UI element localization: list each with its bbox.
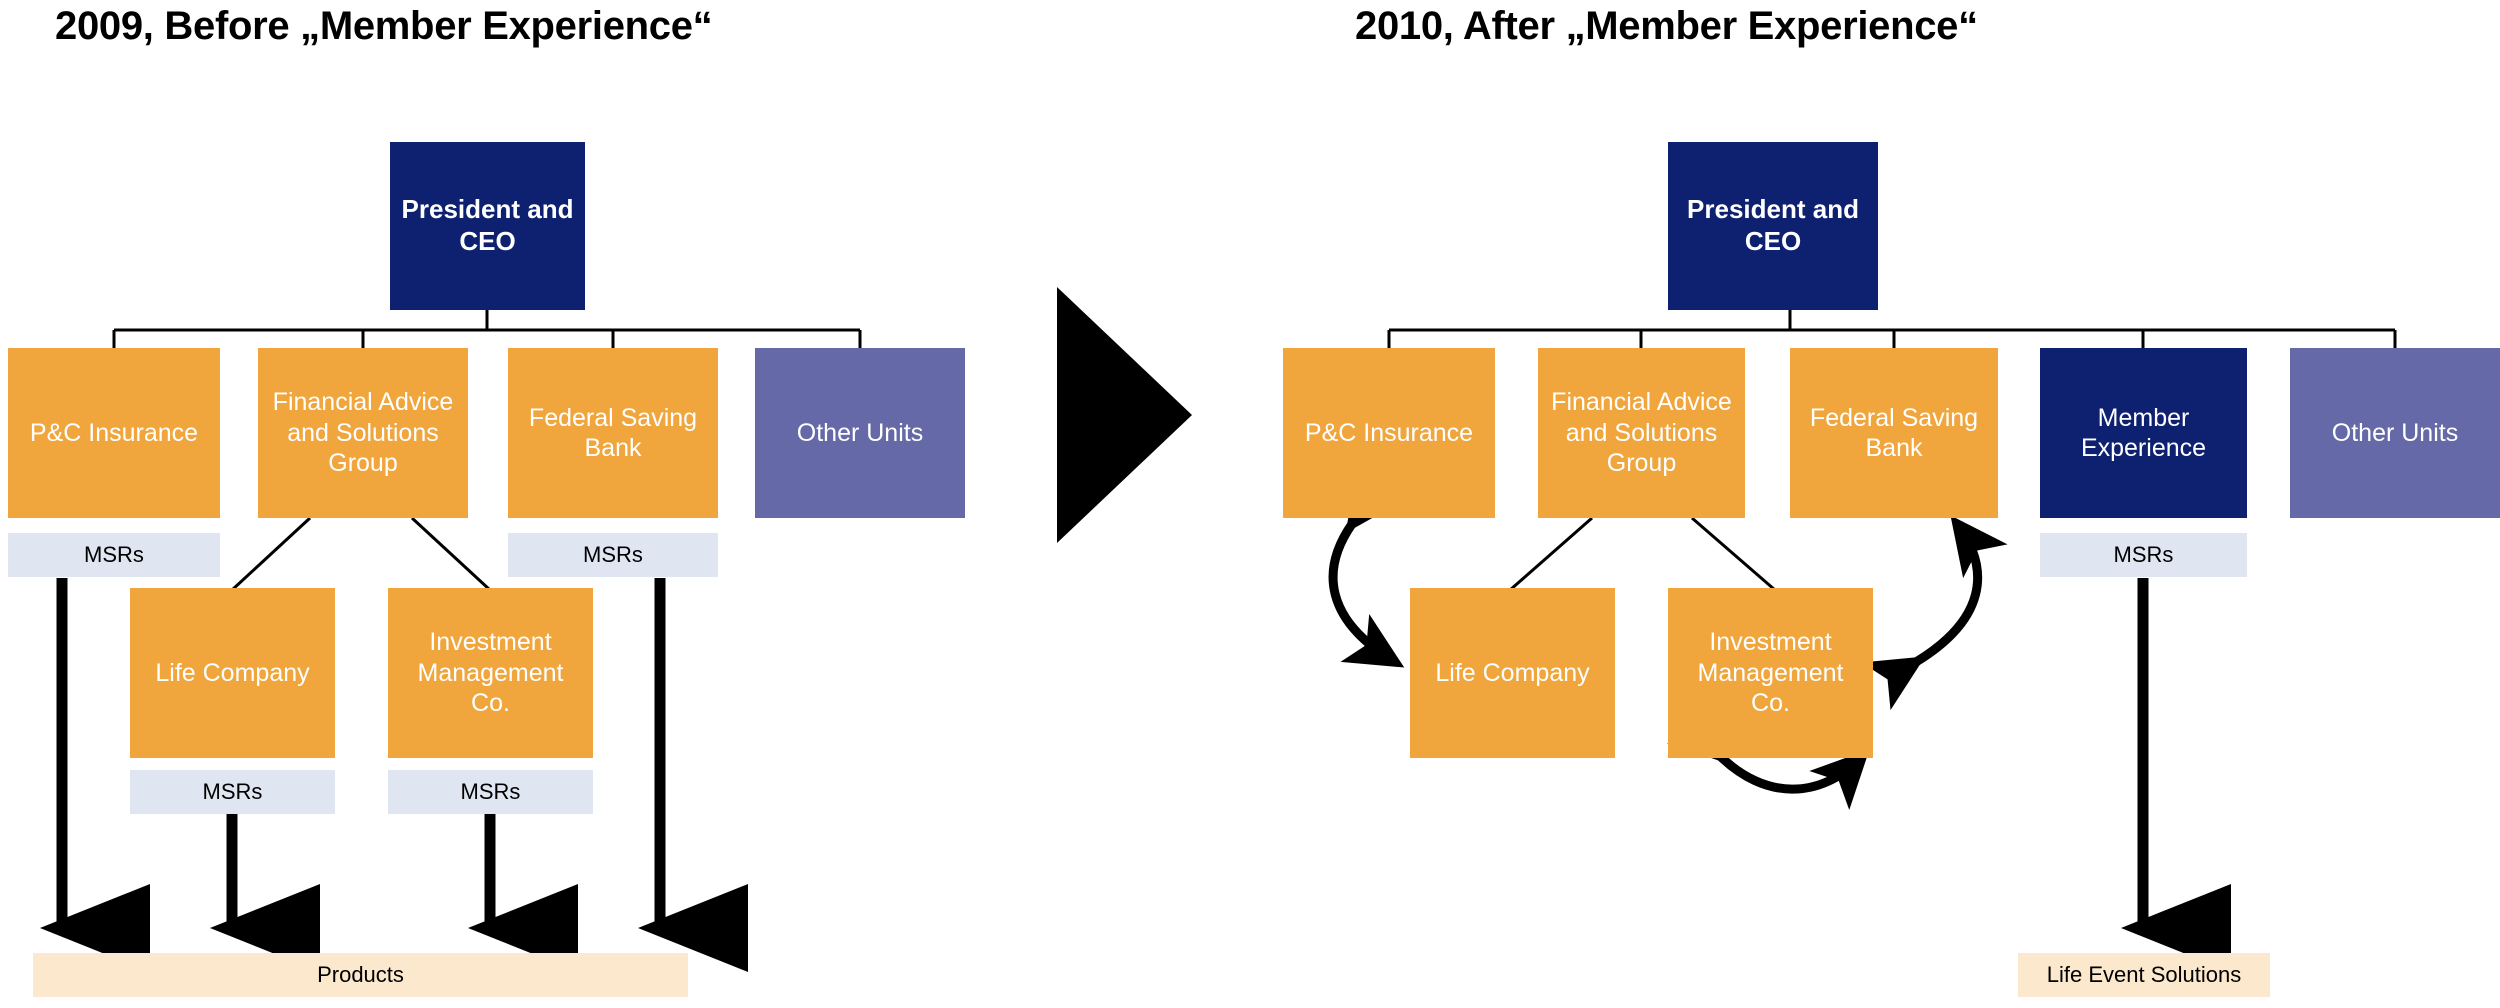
- right-unit-other-units[interactable]: Other Units: [2290, 348, 2500, 518]
- right-outcome-bar-life-event-solutions: Life Event Solutions: [2018, 953, 2270, 997]
- left-outcome-bar-products: Products: [33, 953, 688, 997]
- left-subsidiary-investment-management[interactable]: Investment Management Co.: [388, 588, 593, 758]
- right-unit-pc-insurance[interactable]: P&C Insurance: [1283, 348, 1495, 518]
- left-org-tree-lines: [112, 310, 862, 348]
- right-subsidiary-investment-management[interactable]: Investment Management Co.: [1668, 588, 1873, 758]
- right-unit-federal-saving-bank[interactable]: Federal Saving Bank: [1790, 348, 1998, 518]
- right-ceo-box[interactable]: President and CEO: [1668, 142, 1878, 310]
- left-msrs-pc-insurance: MSRs: [8, 533, 220, 577]
- left-msrs-investment-management: MSRs: [388, 770, 593, 814]
- right-subsidiary-life-company[interactable]: Life Company: [1410, 588, 1615, 758]
- left-msrs-life-company: MSRs: [130, 770, 335, 814]
- left-unit-federal-saving-bank[interactable]: Federal Saving Bank: [508, 348, 718, 518]
- right-unit-financial-advice[interactable]: Financial Advice and Solutions Group: [1538, 348, 1745, 518]
- left-subsidiary-lines: [230, 516, 492, 592]
- panel-title-before: 2009, Before „Member Experience“: [55, 4, 713, 48]
- left-ceo-box[interactable]: President and CEO: [390, 142, 585, 310]
- left-subsidiary-life-company[interactable]: Life Company: [130, 588, 335, 758]
- left-unit-pc-insurance[interactable]: P&C Insurance: [8, 348, 220, 518]
- right-unit-member-experience[interactable]: Member Experience: [2040, 348, 2247, 518]
- right-subsidiary-lines: [1509, 516, 1776, 592]
- right-msrs-member-experience: MSRs: [2040, 533, 2247, 577]
- panel-title-after: 2010, After „Member Experience“: [1355, 4, 1978, 48]
- left-unit-other-units[interactable]: Other Units: [755, 348, 965, 518]
- left-unit-financial-advice[interactable]: Financial Advice and Solutions Group: [258, 348, 468, 518]
- transition-triangle-icon: [1057, 287, 1192, 543]
- right-org-tree-lines: [1387, 310, 2397, 348]
- left-msrs-federal-saving-bank: MSRs: [508, 533, 718, 577]
